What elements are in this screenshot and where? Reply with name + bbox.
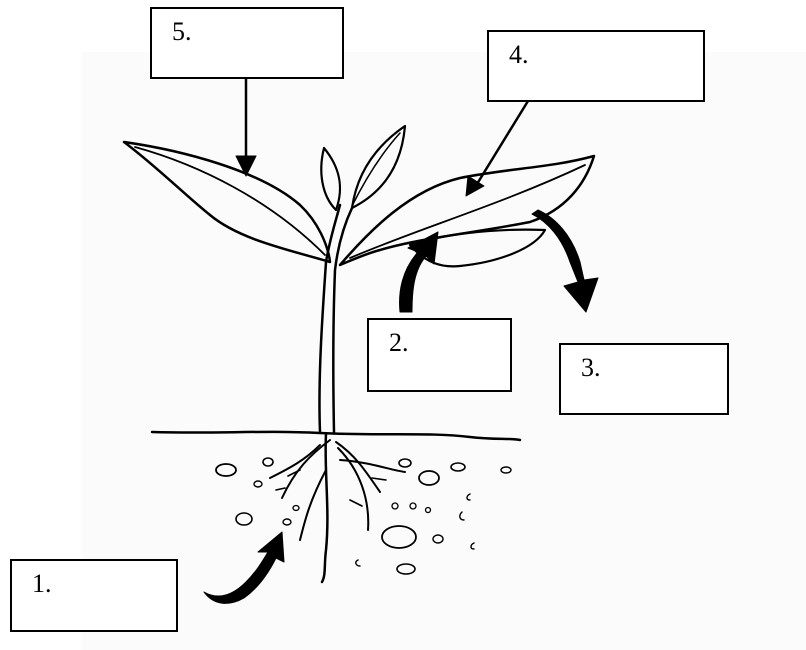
root-main (320, 432, 329, 584)
arrow-4-shaft (475, 99, 530, 186)
right-leaf (338, 154, 596, 267)
lower-right-leaf (408, 228, 547, 268)
label-box-2[interactable]: 2. (367, 318, 512, 392)
arrow-2 (399, 231, 439, 313)
small-leaf-right (350, 124, 407, 210)
label-3-text: 3. (581, 353, 601, 382)
arrow-3 (531, 209, 599, 313)
label-5-text: 5. (172, 17, 192, 46)
label-box-3[interactable]: 3. (559, 343, 729, 415)
label-1-text: 1. (32, 569, 52, 598)
label-box-5[interactable]: 5. (150, 7, 344, 79)
pebble (215, 463, 237, 477)
label-4-text: 4. (509, 40, 529, 69)
arrow-1 (203, 531, 285, 604)
label-box-4[interactable]: 4. (487, 30, 705, 102)
label-box-1[interactable]: 1. (10, 559, 178, 632)
arrow-4-head (465, 175, 485, 197)
label-2-text: 2. (389, 328, 409, 357)
small-leaf-left (320, 146, 342, 212)
ground-line (150, 430, 522, 442)
arrow-5-head (235, 155, 257, 177)
stem (318, 203, 342, 434)
left-leaf (122, 140, 332, 264)
